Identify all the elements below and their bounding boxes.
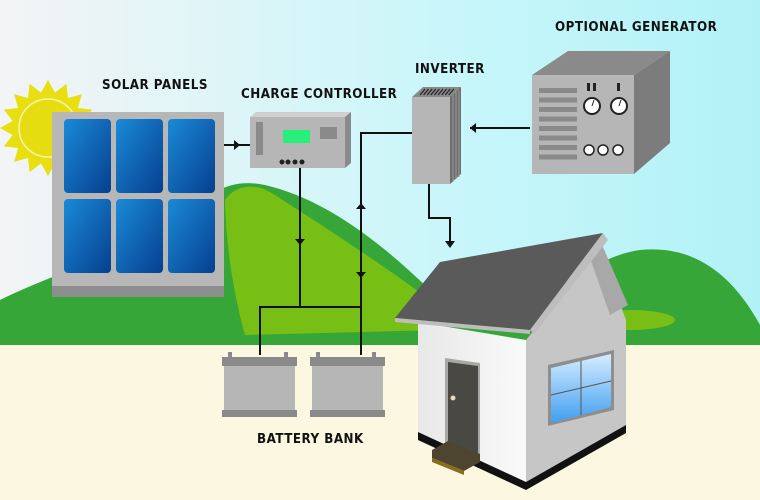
inverter-icon [412,87,461,184]
solar-panel-icon [52,112,224,297]
roof [395,233,603,330]
generator-vent [539,107,577,112]
inverter-vent [433,88,440,96]
house-icon [395,233,628,490]
solar-cell [64,199,111,273]
battery-bank-icon [222,352,385,417]
label-solar-panels: SOLAR PANELS [102,78,208,93]
generator-vent [539,145,577,150]
inverter-vent [448,88,455,96]
label-charge-controller: CHARGE CONTROLLER [241,87,398,102]
charge-controller-icon [250,112,351,168]
generator-vent [539,154,577,160]
solar-cell [168,119,215,193]
generator-vent [539,116,577,122]
inverter-vent [423,88,430,96]
generator-vent [539,88,577,93]
label-optional-generator: OPTIONAL GENERATOR [555,20,718,35]
inverter-vent [444,88,451,96]
door [448,362,478,460]
hill-light [225,186,440,335]
generator-vent [539,126,577,131]
controller-display [283,130,310,143]
generator-icon [532,51,670,174]
inverter-vent [430,88,437,96]
inverter-vent [437,88,444,96]
generator-vent [539,97,577,103]
solar-cell [64,119,111,193]
solar-cell [116,199,163,273]
label-inverter: INVERTER [415,62,485,77]
solar-cell [168,199,215,273]
inverter-vent [419,88,426,96]
inverter-vent [441,88,448,96]
generator-vent [539,135,577,141]
inverter-vent [426,88,433,96]
battery-icon [310,352,385,417]
solar-cell [116,119,163,193]
battery-icon [222,352,297,417]
flow-arrows [234,123,476,278]
wiring [224,127,530,355]
label-battery-bank: BATTERY BANK [257,432,364,447]
